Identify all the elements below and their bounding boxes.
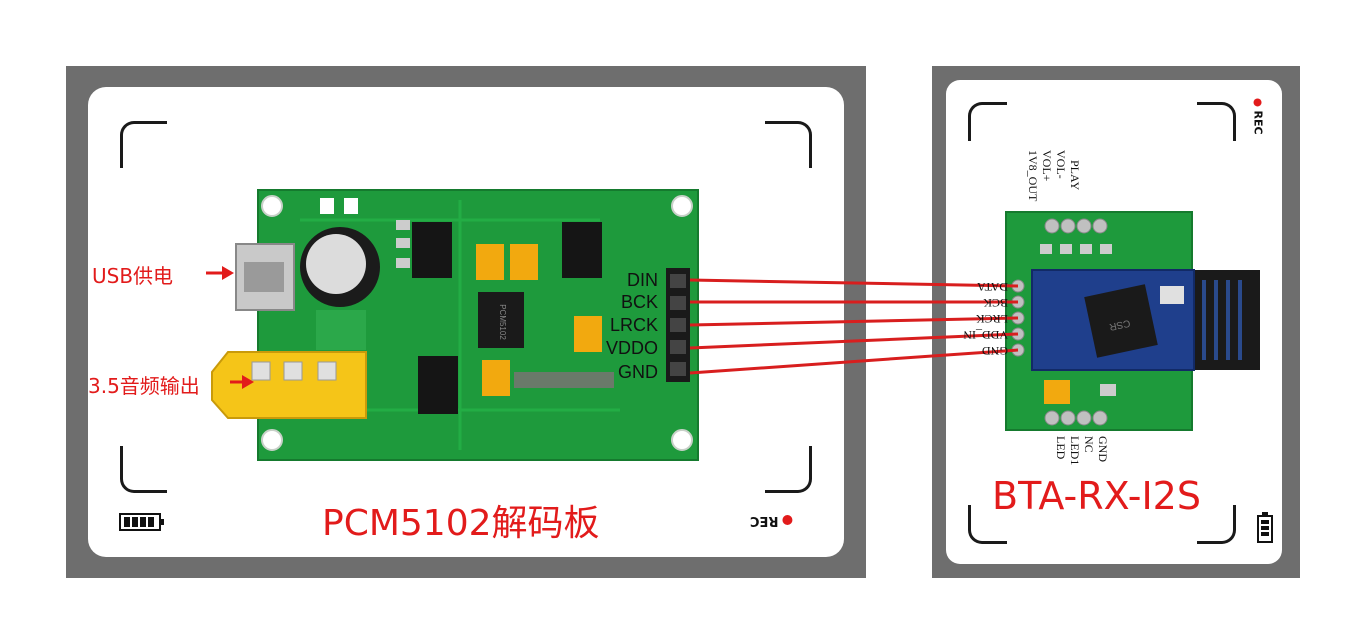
bt-bottom-pin-led1: LED1: [1068, 436, 1082, 466]
bt-bottom-pin-nc: NC: [1082, 436, 1096, 453]
viewfinder-corner: [968, 505, 1007, 544]
connection-wires: [689, 278, 1019, 375]
left-board-caption: PCM5102解码板: [322, 503, 600, 544]
viewfinder-corner: [765, 121, 812, 168]
rec-text: REC: [1251, 110, 1265, 135]
arrow-icon: [230, 375, 254, 389]
rec-indicator: REC: [1251, 98, 1265, 135]
wire-vddo-vddin: [689, 332, 1019, 350]
bt-pin-lrck: LRCK: [975, 312, 1008, 326]
pin-label-bck: BCK: [620, 292, 658, 312]
rec-indicator: REC: [750, 513, 793, 528]
viewfinder-corner: [1197, 505, 1236, 544]
pin-label-gnd: GND: [618, 362, 658, 382]
rec-text: REC: [750, 513, 779, 528]
viewfinder-corner: [968, 102, 1007, 141]
wire-gnd: [689, 348, 1019, 375]
usb-power-label: USB供电: [92, 264, 174, 288]
pcm5102-pcb: PCM5102: [211, 189, 699, 461]
right-board-caption: BTA-RX-I2S: [992, 474, 1201, 518]
bt-pin-data: DATA: [976, 280, 1008, 294]
viewfinder-corner: [1197, 102, 1236, 141]
bt-pin-gnd: GND: [982, 344, 1008, 358]
bt-top-pin-1v8-out: 1V8_OUT: [1026, 150, 1040, 202]
bt-chip-marking: CSR: [1108, 317, 1131, 332]
battery-icon: [119, 513, 164, 531]
viewfinder-corner: [765, 446, 812, 493]
chip-marking: PCM5102: [498, 304, 507, 340]
pin-label-vddo: VDDO: [605, 338, 658, 358]
rec-dot-icon: [782, 515, 793, 526]
arrow-icon: [206, 266, 234, 280]
audio-output-label: 3.5音频输出: [88, 374, 200, 398]
bta-rx-i2s-pcb: CSR: [1005, 211, 1260, 431]
pin-label-lrck: LRCK: [609, 315, 658, 335]
bt-top-pin-vol-plus: VOL+: [1040, 150, 1054, 182]
pin-label-din: DIN: [627, 270, 658, 290]
viewfinder-corner: [120, 121, 167, 168]
bt-bottom-pin-led: LED: [1054, 436, 1068, 460]
bt-top-pin-vol-minus: VOL-: [1054, 150, 1068, 179]
viewfinder-corner: [120, 446, 167, 493]
battery-icon: [1257, 512, 1273, 543]
wire-din-data: [689, 278, 1019, 288]
bt-pin-vdd-in: VDD_IN: [963, 328, 1008, 342]
wire-lrck: [689, 316, 1019, 327]
bt-bottom-pin-gnd: GND: [1096, 436, 1110, 462]
bt-pin-bck: BCK: [983, 296, 1008, 310]
bt-top-pin-play: PLAY: [1068, 160, 1082, 191]
rec-dot-icon: [1254, 98, 1263, 107]
